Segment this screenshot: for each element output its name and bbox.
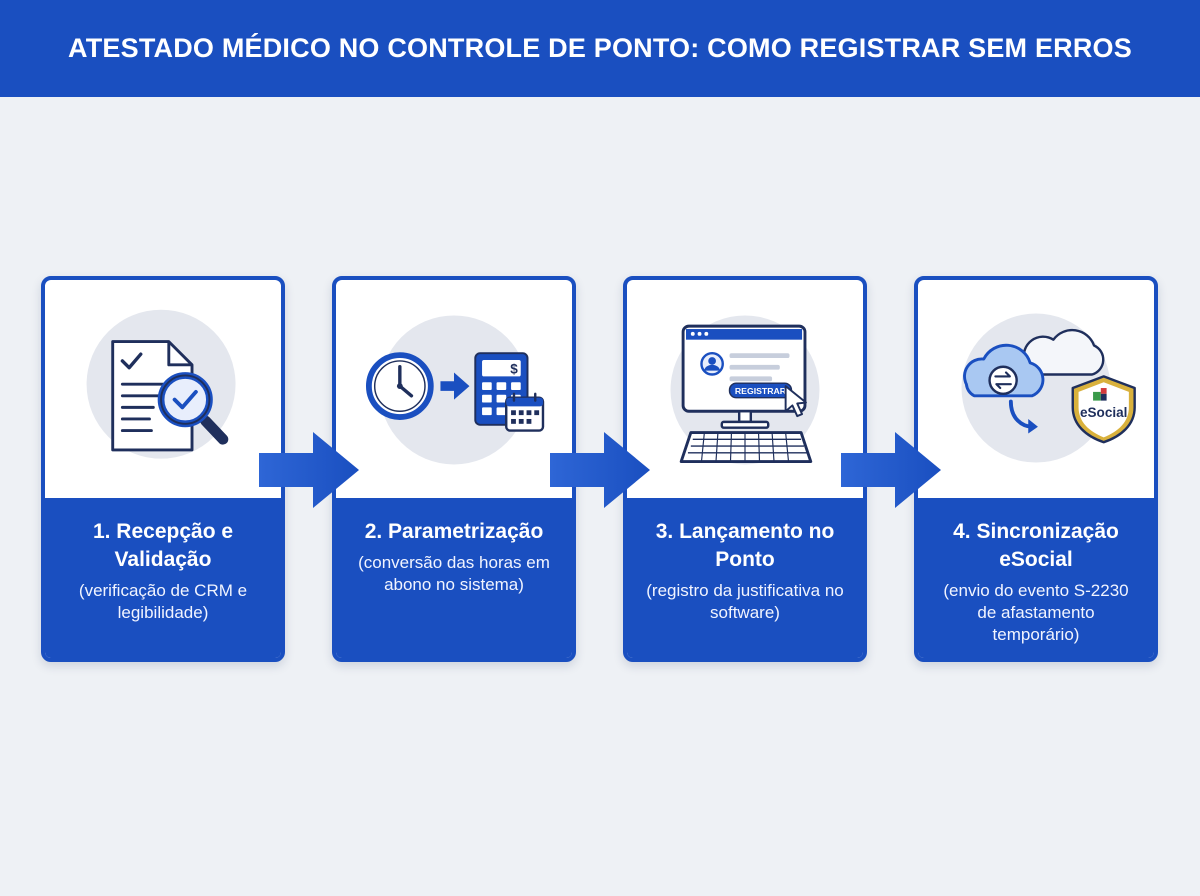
step-3-description: (registro da justificativa no software): [646, 581, 844, 622]
step-card-1: 1. Recepção e Validação (verificação de …: [41, 276, 285, 662]
svg-text:$: $: [510, 362, 518, 377]
step-card-4: eSocial 4. Sincronização eSocial (envio …: [914, 276, 1158, 662]
step-2-illustration: $: [336, 280, 572, 498]
step-2-title: 2. Parametrização: [364, 520, 544, 543]
computer-register-icon: REGISTRAR: [670, 315, 820, 465]
step-4-title: 4. Sincronização eSocial: [953, 520, 1119, 571]
cloud-sync-shield-icon: eSocial: [961, 313, 1136, 463]
flow-arrow-icon: [841, 432, 941, 508]
step-1-illustration: [45, 280, 281, 498]
flow-arrow-icon: [259, 432, 359, 508]
clock-to-calculator-icon: $: [365, 315, 545, 465]
step-card-2: $ 2. Parametrização (conversão das horas…: [332, 276, 576, 662]
register-button-label: REGISTRAR: [735, 386, 787, 396]
step-3-caption: 3. Lançamento no Ponto (registro da just…: [627, 498, 863, 658]
step-4-illustration: eSocial: [918, 280, 1154, 498]
page-title: ATESTADO MÉDICO NO CONTROLE DE PONTO: CO…: [68, 33, 1132, 63]
header-banner: ATESTADO MÉDICO NO CONTROLE DE PONTO: CO…: [0, 0, 1200, 97]
step-3-title: 3. Lançamento no Ponto: [655, 520, 835, 571]
esocial-badge-label: eSocial: [1080, 405, 1127, 420]
step-4-caption: 4. Sincronização eSocial (envio do event…: [918, 498, 1154, 658]
step-4-description: (envio do evento S-2230 de afastamento t…: [943, 581, 1129, 644]
flow-arrow-icon: [550, 432, 650, 508]
step-3-illustration: REGISTRAR: [627, 280, 863, 498]
step-1-caption: 1. Recepção e Validação (verificação de …: [45, 498, 281, 658]
document-search-icon: [86, 309, 236, 459]
step-2-caption: 2. Parametrização (conversão das horas e…: [336, 498, 572, 658]
step-1-description: (verificação de CRM e legibilidade): [78, 581, 248, 622]
step-1-title: 1. Recepção e Validação: [92, 520, 234, 571]
step-2-description: (conversão das horas em abono no sistema…: [358, 553, 550, 594]
step-card-3: REGISTRAR 3. Lançamento no Ponto (regist…: [623, 276, 867, 662]
